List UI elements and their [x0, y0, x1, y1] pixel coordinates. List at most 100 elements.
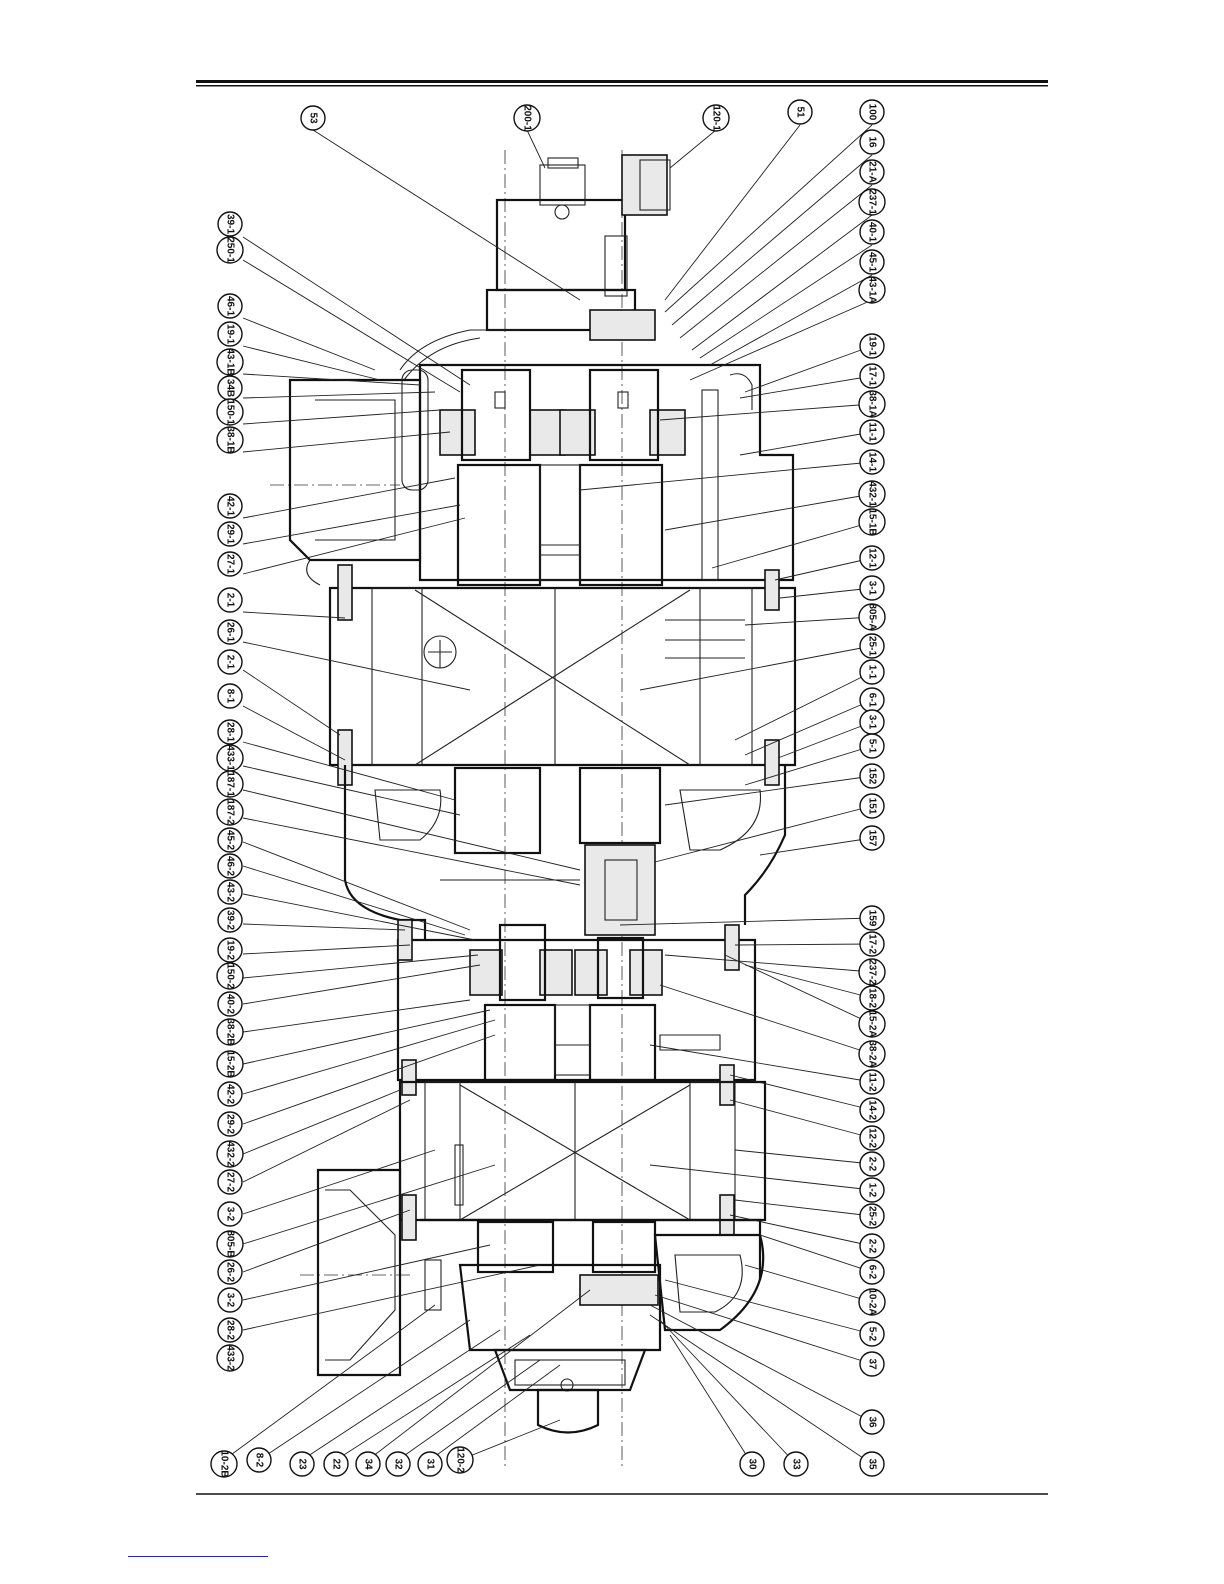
part-balloon: 28-1	[217, 719, 243, 745]
balloon-circle	[216, 1230, 244, 1258]
part-number-label: 38-1A	[867, 390, 878, 417]
cross-section-drawing	[270, 150, 797, 1470]
part-balloon: 157	[859, 825, 885, 851]
part-balloon: 250-1	[216, 236, 244, 264]
part-balloon: 5-2	[859, 1321, 885, 1347]
balloon-circle	[216, 770, 244, 798]
part-number-label: 35	[867, 1458, 878, 1470]
part-balloon: 3-1	[859, 575, 885, 601]
part-number-label: 805-A	[867, 603, 878, 630]
part-number-label: 100	[867, 104, 878, 121]
balloon-circle	[859, 99, 885, 125]
balloon-circle	[217, 991, 243, 1017]
balloon-circle	[858, 958, 886, 986]
part-balloon: 33	[783, 1451, 809, 1477]
balloon-circle	[859, 575, 885, 601]
balloon-circle	[217, 1169, 243, 1195]
part-number-label: 5-2	[867, 1327, 878, 1342]
balloon-circle	[216, 1050, 244, 1078]
balloon-circle	[217, 1287, 243, 1313]
footer-link-underline[interactable]	[128, 1556, 268, 1557]
balloon-circle	[217, 1317, 243, 1343]
part-number-label: 38-1B	[225, 426, 236, 453]
part-balloon: 22	[323, 1451, 349, 1477]
part-balloon: 10-2B	[210, 1450, 238, 1478]
part-balloon: 53	[300, 105, 326, 131]
part-balloon: 34	[355, 1451, 381, 1477]
balloon-circle	[216, 236, 244, 264]
balloon-circle	[217, 907, 243, 933]
part-number-label: 120-2	[455, 1447, 466, 1473]
part-balloon: 21-A	[859, 159, 885, 185]
part-number-label: 18-2	[867, 988, 878, 1008]
part-balloon: 151	[859, 793, 885, 819]
balloon-circle	[858, 508, 886, 536]
part-number-label: 6-2	[867, 1265, 878, 1280]
balloon-circle	[217, 827, 243, 853]
balloon-circle	[859, 633, 885, 659]
part-number-label: 32	[393, 1458, 404, 1470]
balloon-circle	[859, 931, 885, 957]
part-number-label: 15-1B	[867, 508, 878, 535]
part-number-label: 15-2B	[225, 1050, 236, 1077]
part-balloon: 19-2	[217, 937, 243, 963]
part-number-label: 43-1A	[867, 276, 878, 303]
balloon-circle	[217, 619, 243, 645]
part-balloon: 43-2	[217, 879, 243, 905]
part-balloon: 150-2	[216, 962, 244, 990]
part-balloon: 27-2	[217, 1169, 243, 1195]
part-number-label: 17-2	[867, 934, 878, 954]
part-number-label: 120-1	[711, 105, 722, 131]
balloon-circle	[859, 1409, 885, 1435]
balloon-circle	[217, 293, 243, 319]
balloon-circle	[859, 1151, 885, 1177]
part-balloon: 17-2	[859, 931, 885, 957]
part-number-label: 3-2	[225, 1293, 236, 1308]
part-number-label: 10-2B	[219, 1450, 230, 1477]
part-number-label: 51	[795, 106, 806, 118]
balloon-circle	[858, 390, 886, 418]
balloon-circle	[859, 733, 885, 759]
part-number-label: 30	[747, 1458, 758, 1470]
balloon-circle	[859, 1069, 885, 1095]
part-balloon: 15-1B	[858, 508, 886, 536]
balloon-circle	[217, 683, 243, 709]
part-balloon: 16	[859, 129, 885, 155]
part-number-label: 11-2	[867, 1072, 878, 1092]
part-balloon: 8-1	[217, 683, 243, 709]
part-balloon: 29-2	[217, 1111, 243, 1137]
part-balloon: 26-1	[217, 619, 243, 645]
part-balloon: 11-1	[859, 419, 885, 445]
balloon-circle	[858, 188, 886, 216]
part-balloon: 18-2	[859, 985, 885, 1011]
part-balloon: 187-1	[216, 770, 244, 798]
part-balloon: 12-1	[859, 545, 885, 571]
balloon-circle	[210, 1450, 238, 1478]
part-balloon: 36	[859, 1409, 885, 1435]
part-number-label: 433-1	[225, 745, 236, 771]
balloon-circle	[858, 1288, 886, 1316]
balloon-circle	[217, 321, 243, 347]
balloon-circle	[859, 825, 885, 851]
part-number-label: 1-2	[867, 1183, 878, 1198]
part-balloon: 14-2	[859, 1097, 885, 1123]
part-number-label: 46-2	[225, 856, 236, 876]
part-number-label: 150-1	[225, 399, 236, 425]
part-number-label: 37	[867, 1358, 878, 1370]
part-number-label: 157	[867, 830, 878, 847]
part-number-label: 151	[867, 798, 878, 815]
part-balloon: 31	[417, 1451, 443, 1477]
balloon-circle	[217, 853, 243, 879]
part-balloon: 39-1	[217, 211, 243, 237]
part-balloon: 1-1	[859, 659, 885, 685]
part-number-label: 27-2	[225, 1172, 236, 1192]
balloon-circle	[859, 1451, 885, 1477]
part-balloon: 1-2	[859, 1177, 885, 1203]
balloon-circle	[385, 1451, 411, 1477]
part-balloon: 14-1	[859, 449, 885, 475]
part-balloon: 3-1	[859, 709, 885, 735]
part-number-label: 21-A	[867, 161, 878, 183]
part-number-label: 150-2	[225, 963, 236, 989]
part-number-label: 46-1	[225, 296, 236, 316]
part-number-label: 23	[297, 1458, 308, 1470]
